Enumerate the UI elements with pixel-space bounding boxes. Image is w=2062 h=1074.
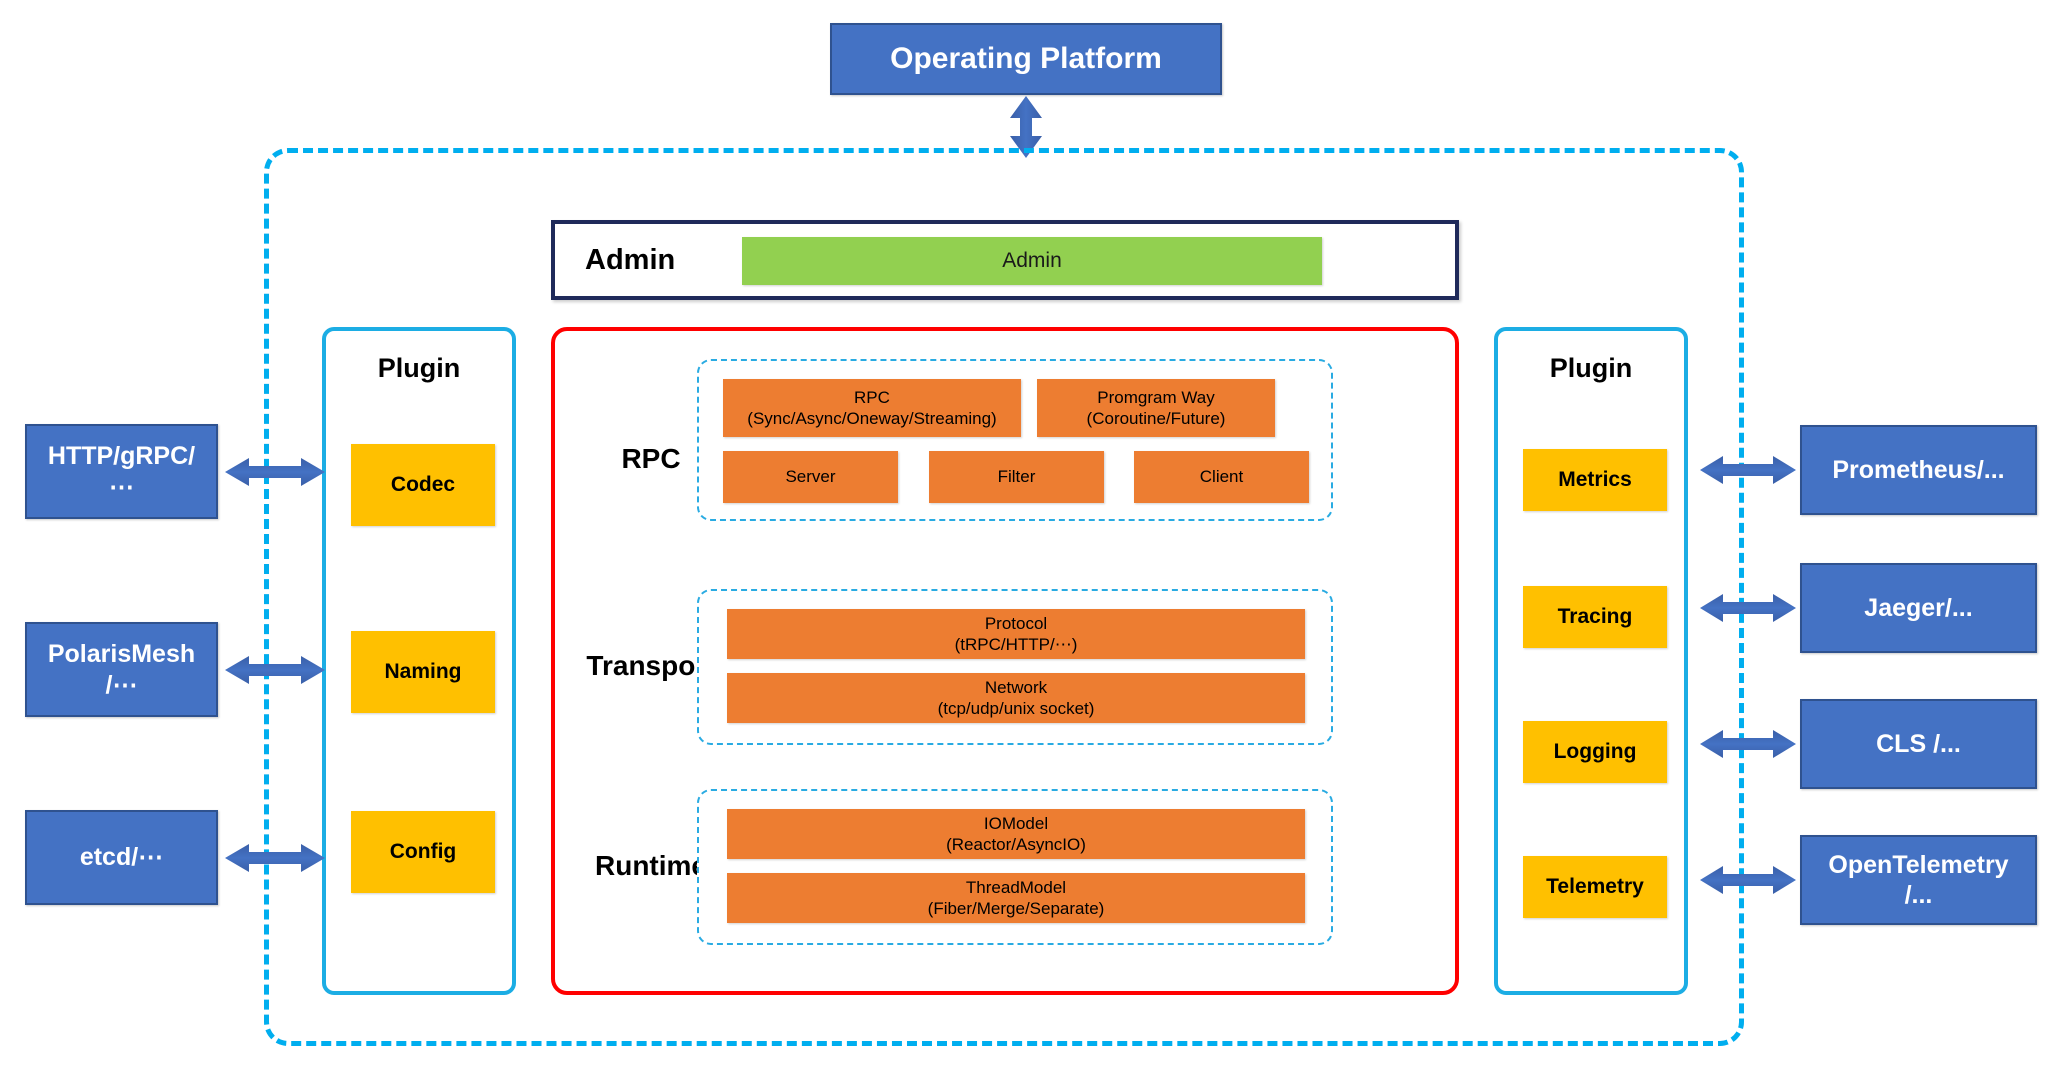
rpc-tile-rpc[interactable]: RPC (Sync/Async/Oneway/Streaming) [723,379,1021,437]
external-box-opentelemetry-line2: /... [1904,881,1933,909]
runtime-tile-iomodel-title: IOModel [983,813,1049,833]
rpc-tile-program-way-title: Promgram Way [1097,387,1215,407]
arrow-http-to-codec [225,455,325,489]
framework-boundary [264,148,1744,1046]
external-box-polarismesh-line2: /⋯ [105,670,138,699]
rpc-tile-rpc-title: RPC [854,387,890,407]
rpc-tile-program-way[interactable]: Promgram Way (Coroutine/Future) [1037,379,1275,437]
layer-label-transport: Transport [586,650,716,681]
transport-tile-network-title: Network [984,677,1048,697]
arrow-polaris-to-naming [225,653,325,687]
arrow-tracing-to-jaeger [1700,591,1796,625]
external-box-cls[interactable]: CLS /... [1800,699,2037,789]
plugin-item-telemetry[interactable]: Telemetry [1523,856,1667,918]
arrow-etcd-to-config [225,841,325,875]
operating-platform-box[interactable]: Operating Platform [830,23,1222,95]
external-box-polarismesh-line1: PolarisMesh [47,640,196,668]
plugin-item-tracing[interactable]: Tracing [1523,586,1667,648]
plugin-column-left-title: Plugin [377,353,461,383]
transport-group: Protocol (tRPC/HTTP/⋯) Network (tcp/udp/… [697,589,1333,745]
external-box-etcd[interactable]: etcd/⋯ [25,810,218,905]
rpc-tile-client[interactable]: Client [1134,451,1309,503]
transport-tile-network-sub: (tcp/udp/unix socket) [937,699,1095,718]
rpc-tile-program-way-sub: (Coroutine/Future) [1086,409,1226,428]
arrow-telemetry-to-opentelemetry [1700,863,1796,897]
rpc-tile-server[interactable]: Server [723,451,898,503]
rpc-group: RPC (Sync/Async/Oneway/Streaming) Promgr… [697,359,1333,521]
plugin-item-config[interactable]: Config [351,811,495,893]
rpc-tile-filter[interactable]: Filter [929,451,1104,503]
admin-band: Admin Admin [551,220,1459,300]
runtime-group: IOModel (Reactor/AsyncIO) ThreadModel (F… [697,789,1333,945]
external-box-jaeger[interactable]: Jaeger/... [1800,563,2037,653]
layer-label-rpc: RPC [621,443,681,474]
runtime-tile-threadmodel-sub: (Fiber/Merge/Separate) [927,899,1105,918]
plugin-column-right: Plugin Metrics Tracing Logging Telemetry [1494,327,1688,995]
plugin-column-right-title: Plugin [1549,353,1633,383]
arrow-metrics-to-prometheus [1700,453,1796,487]
platform-to-framework-arrow [1002,96,1050,158]
transport-tile-protocol-sub: (tRPC/HTTP/⋯) [954,635,1078,654]
external-box-opentelemetry[interactable]: OpenTelemetry /... [1800,835,2037,925]
runtime-tile-iomodel-sub: (Reactor/AsyncIO) [946,835,1086,854]
plugin-item-naming[interactable]: Naming [351,631,495,713]
external-box-http-grpc-line2: ⋯ [109,472,134,501]
external-box-prometheus[interactable]: Prometheus/... [1800,425,2037,515]
runtime-tile-threadmodel[interactable]: ThreadModel (Fiber/Merge/Separate) [727,873,1305,923]
plugin-column-left: Plugin Codec Naming Config [322,327,516,995]
external-box-opentelemetry-line1: OpenTelemetry [1828,850,2009,879]
external-box-polarismesh[interactable]: PolarisMesh /⋯ [25,622,218,717]
runtime-tile-iomodel[interactable]: IOModel (Reactor/AsyncIO) [727,809,1305,859]
plugin-item-codec[interactable]: Codec [351,444,495,526]
transport-tile-protocol-title: Protocol [984,613,1048,633]
arrow-logging-to-cls [1700,727,1796,761]
core-framework-box: RPC RPC (Sync/Async/Oneway/Streaming) Pr… [551,327,1459,995]
external-box-http-grpc-line1: HTTP/gRPC/ [47,442,196,470]
layer-label-runtime: Runtime [595,850,707,881]
plugin-item-logging[interactable]: Logging [1523,721,1667,783]
rpc-tile-rpc-sub: (Sync/Async/Oneway/Streaming) [747,409,997,428]
transport-tile-protocol[interactable]: Protocol (tRPC/HTTP/⋯) [727,609,1305,659]
transport-tile-network[interactable]: Network (tcp/udp/unix socket) [727,673,1305,723]
external-box-http-grpc[interactable]: HTTP/gRPC/ ⋯ [25,424,218,519]
admin-module-box[interactable]: Admin [742,237,1322,285]
plugin-item-metrics[interactable]: Metrics [1523,449,1667,511]
runtime-tile-threadmodel-title: ThreadModel [965,877,1067,897]
admin-band-label: Admin [585,243,676,276]
